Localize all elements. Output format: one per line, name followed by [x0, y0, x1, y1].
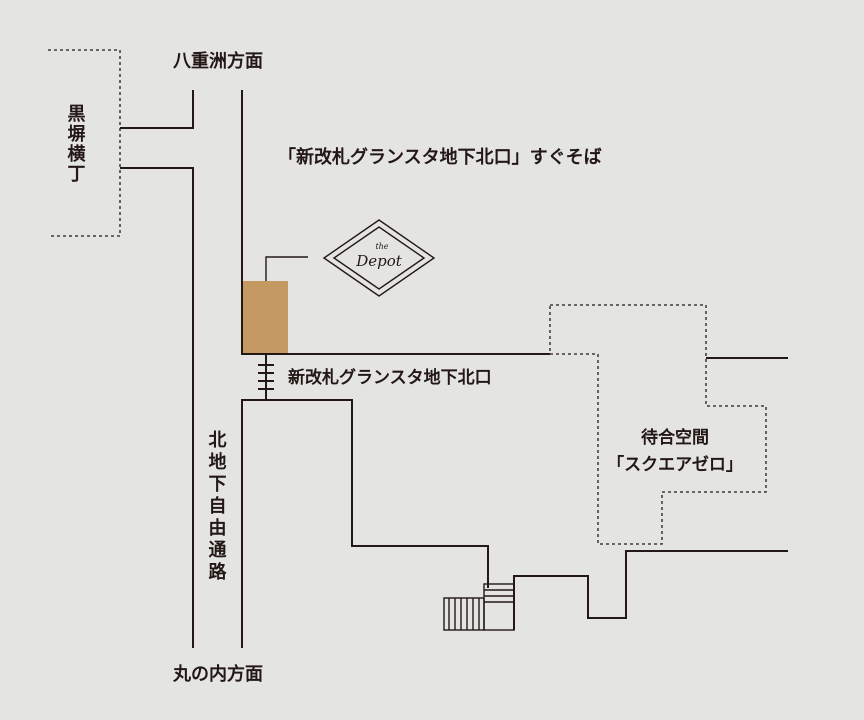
waiting-area-outline: [549, 304, 767, 545]
right-wall-lower: [513, 550, 788, 630]
label-waiting-area: 待合空間: [641, 427, 709, 448]
label-new-gate: 新改札グランスタ地下北口: [288, 367, 492, 388]
passage-wall-right-upper: [241, 90, 550, 355]
the-depot-shop[interactable]: [243, 281, 288, 353]
passage-wall-right-lower: [241, 399, 489, 648]
passage-wall-left: [120, 167, 194, 648]
label-yaesu-direction: 八重洲方面: [173, 50, 263, 72]
stairs-icon: [443, 583, 515, 631]
label-marunouchi-direction: 丸の内方面: [172, 663, 263, 685]
label-kokuboyokocho: 黒塀横丁: [65, 104, 86, 184]
label-north-underground-passage: 北地下自由通路: [206, 430, 227, 584]
label-near-gate: 「新改札グランスタ地下北口」すぐそば: [278, 146, 602, 168]
the-depot-logo: the Depot: [322, 219, 436, 297]
ticket-gate-icon: [258, 355, 274, 400]
kokuboyokocho-area: [48, 49, 121, 237]
shop-leader-line: [265, 256, 308, 281]
label-square-zero: 「スクエアゼロ」: [607, 454, 743, 475]
logo-name: Depot: [355, 252, 403, 270]
logo-the: the: [375, 242, 388, 251]
passage-to-kokuboyokocho: [120, 90, 194, 129]
